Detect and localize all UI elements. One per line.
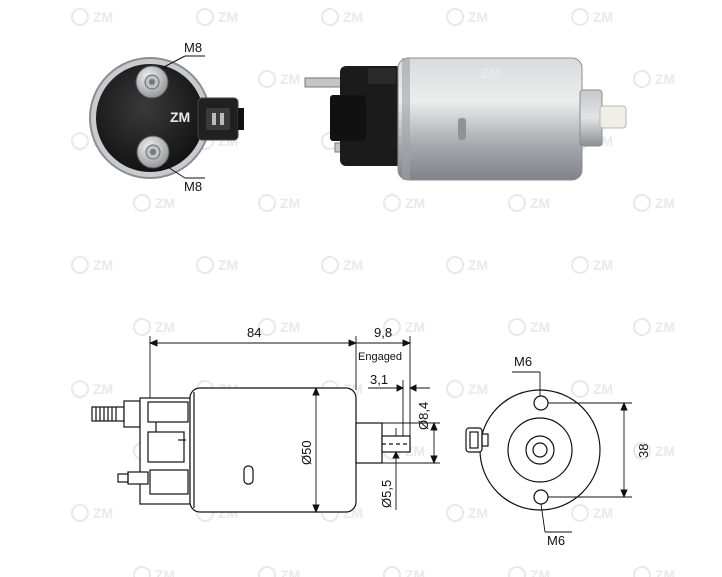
watermark-tile: ZM: [633, 318, 675, 336]
watermark-tile: ZM: [71, 504, 113, 522]
watermark-tile: ZM: [633, 194, 675, 212]
svg-text:ZM: ZM: [218, 257, 238, 273]
end-view-dimensions: [512, 371, 632, 533]
stroke-dimension-label: 9,8: [374, 325, 392, 340]
svg-text:ZM: ZM: [468, 505, 488, 521]
watermark-tile: ZM: [321, 256, 363, 274]
end-view-top-stud-label: M8: [184, 40, 202, 55]
watermark-tile: ZM: [258, 194, 300, 212]
watermark-tile: ZM: [446, 504, 488, 522]
watermark-tile: ZM: [383, 194, 425, 212]
watermark-tile: ZM: [508, 194, 550, 212]
watermark-tile: ZM: [133, 318, 175, 336]
svg-text:ZM: ZM: [155, 195, 175, 211]
svg-text:ZM: ZM: [468, 381, 488, 397]
svg-text:ZM: ZM: [655, 195, 675, 211]
svg-text:ZM: ZM: [93, 257, 113, 273]
watermark-tile: ZM: [508, 318, 550, 336]
svg-text:ZM: ZM: [343, 257, 363, 273]
svg-text:ZM: ZM: [93, 381, 113, 397]
watermark-tile: ZM: [571, 8, 613, 26]
end-view-top-thread-label: M6: [514, 354, 532, 369]
watermark-tile: ZM: [446, 8, 488, 26]
watermark-tile: ZM: [133, 566, 175, 577]
svg-text:ZM: ZM: [530, 319, 550, 335]
watermark-tile: ZM: [258, 70, 300, 88]
svg-text:ZM: ZM: [655, 443, 675, 459]
end-view-bottom-thread-label: M6: [547, 533, 565, 548]
stroke-engaged-note: Engaged: [358, 351, 402, 363]
svg-text:ZM: ZM: [593, 257, 613, 273]
watermark-tile: ZM: [321, 8, 363, 26]
watermark-tile: ZM: [508, 566, 550, 577]
plunger-diameter-label: Ø8,4: [416, 402, 431, 430]
svg-text:ZM: ZM: [655, 71, 675, 87]
watermark-tile: ZM: [71, 256, 113, 274]
svg-text:ZM: ZM: [655, 319, 675, 335]
svg-text:ZM: ZM: [218, 9, 238, 25]
length-dimension-label: 84: [247, 325, 261, 340]
svg-text:ZM: ZM: [530, 567, 550, 577]
end-view-callouts: M8 M8: [161, 40, 205, 194]
technical-drawing-side: [91, 387, 411, 513]
watermark-tile: ZM: [258, 566, 300, 577]
watermark-tile: ZM: [446, 256, 488, 274]
technical-drawing-end: [465, 389, 601, 511]
svg-text:ZM: ZM: [155, 319, 175, 335]
end-view-bottom-stud-label: M8: [184, 179, 202, 194]
watermark-tile: ZM: [446, 380, 488, 398]
watermark-tile: ZM: [571, 380, 613, 398]
watermark-tile: ZM: [633, 70, 675, 88]
svg-text:ZM: ZM: [405, 319, 425, 335]
side-dimensions: [148, 336, 440, 514]
watermark-tile: ZM: [258, 318, 300, 336]
watermark-tile: ZM: [633, 442, 675, 460]
watermark-tile: ZM: [571, 504, 613, 522]
svg-text:ZM: ZM: [155, 567, 175, 577]
svg-text:ZM: ZM: [280, 71, 300, 87]
watermark-tile: ZM: [383, 318, 425, 336]
svg-text:ZM: ZM: [405, 195, 425, 211]
svg-text:ZM: ZM: [593, 381, 613, 397]
svg-text:ZM: ZM: [343, 9, 363, 25]
svg-text:ZM: ZM: [655, 567, 675, 577]
end-view-photo: ZM: [89, 57, 244, 179]
svg-text:ZM: ZM: [93, 9, 113, 25]
svg-text:ZM: ZM: [468, 257, 488, 273]
svg-text:ZM: ZM: [280, 567, 300, 577]
watermark-tile: ZM: [383, 566, 425, 577]
svg-text:ZM: ZM: [280, 195, 300, 211]
svg-text:ZM: ZM: [530, 195, 550, 211]
watermark-tile: ZM: [71, 8, 113, 26]
svg-text:ZM: ZM: [593, 9, 613, 25]
pin-diameter-label: Ø5,5: [379, 480, 394, 508]
watermark-tile: ZM: [196, 8, 238, 26]
side-view-body-mark: ZM: [480, 65, 500, 81]
svg-text:ZM: ZM: [593, 505, 613, 521]
plunger-offset-label: 3,1: [370, 372, 388, 387]
bolt-spacing-label: 38: [636, 444, 651, 458]
svg-text:ZM: ZM: [405, 567, 425, 577]
end-view-center-mark: ZM: [170, 109, 190, 125]
watermark-tile: ZM: [133, 194, 175, 212]
body-diameter-label: Ø50: [299, 440, 314, 465]
svg-text:ZM: ZM: [280, 319, 300, 335]
watermark-tile: ZM: [196, 256, 238, 274]
side-view-photo: ZM: [304, 57, 627, 181]
svg-text:ZM: ZM: [93, 505, 113, 521]
watermark-tile: ZM: [71, 380, 113, 398]
watermark-tile: ZM: [633, 566, 675, 577]
watermark-tile: ZM: [571, 256, 613, 274]
svg-text:ZM: ZM: [468, 9, 488, 25]
